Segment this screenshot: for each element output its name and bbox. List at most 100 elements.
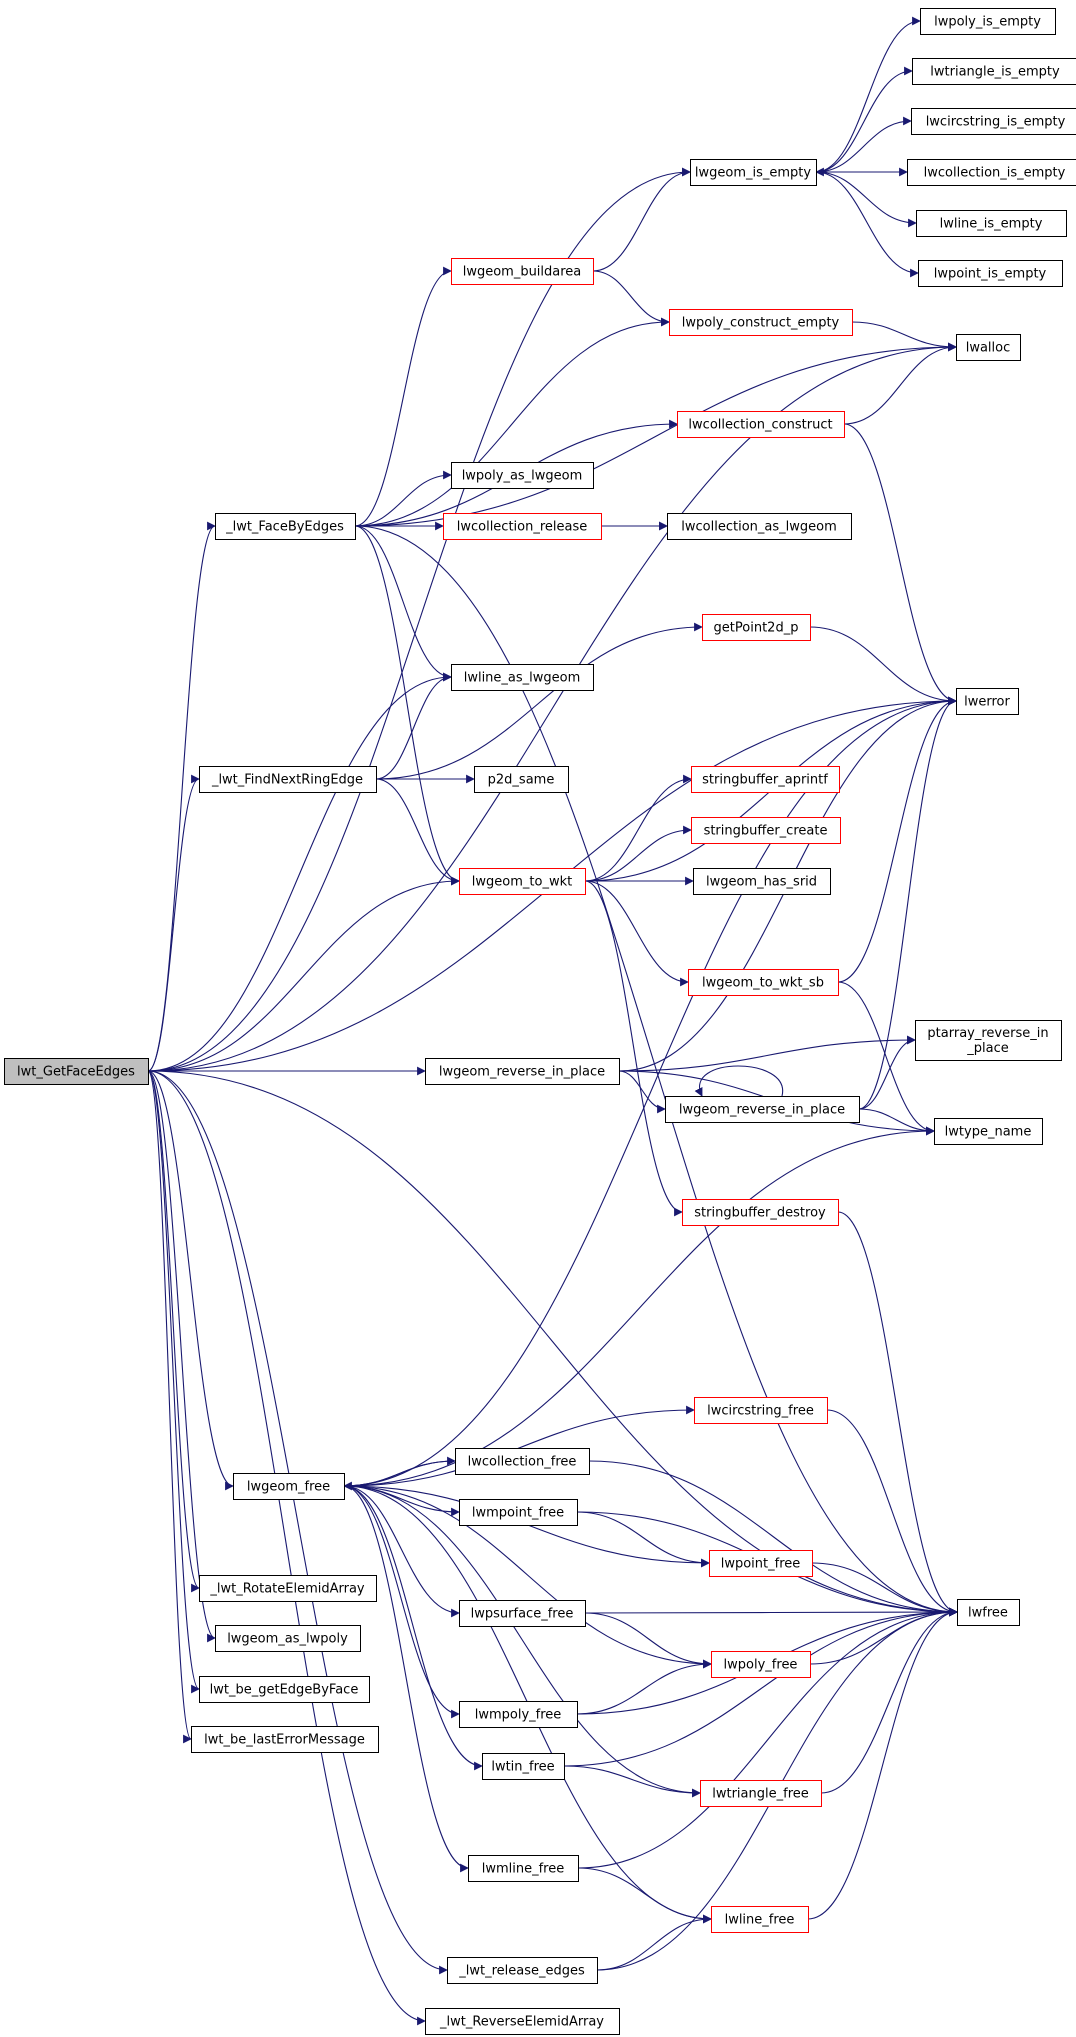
node-box (700, 1780, 822, 1807)
node-geomHasSrid[interactable]: lwgeom_has_srid (693, 868, 831, 895)
node-box (711, 1651, 811, 1678)
node-pointFree[interactable]: lwpoint_free (709, 1550, 813, 1577)
node-releaseEdges[interactable]: _lwt_release_edges (447, 1957, 598, 1984)
edge-psurfFree-to-polyFree (584, 1612, 712, 1669)
node-lwerror[interactable]: lwerror (956, 688, 1019, 715)
node-label: lwgeom_as_lwpoly (227, 1632, 348, 1647)
node-geomRevB[interactable]: lwgeom_reverse_in_place (665, 1096, 860, 1123)
node-sbCreate[interactable]: stringbuffer_create (691, 817, 841, 844)
node-polyFree[interactable]: lwpoly_free (711, 1651, 811, 1678)
node-label: lwtype_name (945, 1125, 1032, 1140)
node-label: _lwt_RotateElemidArray (209, 1582, 365, 1597)
node-circFree[interactable]: lwcircstring_free (694, 1397, 828, 1424)
node-sbDestroy[interactable]: stringbuffer_destroy (682, 1199, 839, 1226)
node-polyConstructEmpty[interactable]: lwpoly_construct_empty (669, 309, 853, 336)
node-root[interactable]: lwt_GetFaceEdges (4, 1058, 149, 1085)
node-label: lwpoly_as_lwgeom (462, 469, 583, 484)
node-lineAsGeom[interactable]: lwline_as_lwgeom (451, 664, 594, 691)
node-box (691, 766, 840, 793)
node-label: lwgeom_reverse_in_place (439, 1065, 605, 1080)
node-box (669, 309, 853, 336)
node-label: stringbuffer_destroy (694, 1206, 826, 1221)
edge-geomIsEmpty-to-polyIsEmpty (815, 16, 921, 173)
node-getPoint2d[interactable]: getPoint2d_p (702, 614, 811, 641)
node-collFree[interactable]: lwcollection_free (455, 1448, 590, 1475)
node-box (199, 1676, 370, 1703)
node-collConstruct[interactable]: lwcollection_construct (677, 411, 845, 438)
edge-geomRevA-to-geomRevB (618, 1070, 666, 1114)
node-tinFree[interactable]: lwtin_free (482, 1753, 565, 1780)
edge-root-to-findNextRing (147, 774, 200, 1072)
node-label: lwt_be_getEdgeByFace (210, 1683, 359, 1698)
node-label: _lwt_FaceByEdges (225, 520, 344, 535)
node-collRelease[interactable]: lwcollection_release (443, 513, 602, 540)
node-box (677, 411, 845, 438)
node-beGetEdge[interactable]: lwt_be_getEdgeByFace (199, 1676, 370, 1703)
node-polyAsGeom[interactable]: lwpoly_as_lwgeom (451, 462, 594, 489)
edge-geomFree-to-tinFree (343, 1485, 483, 1771)
node-label: lwcollection_construct (688, 418, 832, 433)
node-label: lwpoly_free (724, 1658, 798, 1673)
node-reverseElemid[interactable]: _lwt_ReverseElemidArray (425, 2008, 620, 2035)
node-label: lwtriangle_free (712, 1787, 809, 1802)
node-p2dSame[interactable]: p2d_same (474, 766, 569, 793)
node-geomAsPoly[interactable]: lwgeom_as_lwpoly (215, 1625, 361, 1652)
node-mlineFree[interactable]: lwmline_free (468, 1855, 579, 1882)
node-lwfree[interactable]: lwfree (957, 1599, 1020, 1626)
edge-tinFree-to-lwfree (563, 1607, 958, 1767)
node-label: lwmpoly_free (475, 1708, 562, 1723)
node-collAsGeom[interactable]: lwcollection_as_lwgeom (667, 513, 852, 540)
edge-geomRevB-to-lwtypeName (858, 1108, 935, 1136)
node-geomBuildarea[interactable]: lwgeom_buildarea (451, 258, 594, 285)
edge-geomToWkt-to-sbCreate (584, 825, 692, 882)
node-lwalloc[interactable]: lwalloc (956, 334, 1021, 361)
node-triIsEmpty[interactable]: lwtriangle_is_empty (912, 58, 1076, 85)
edge-geomBuildarea-to-geomIsEmpty (592, 167, 691, 272)
node-circIsEmpty[interactable]: lwcircstring_is_empty (911, 108, 1076, 135)
edge-root-to-geomToWkt (147, 876, 460, 1072)
node-triFree[interactable]: lwtriangle_free (700, 1780, 822, 1807)
node-geomIsEmpty[interactable]: lwgeom_is_empty (690, 159, 817, 186)
edge-mpointFree-to-pointFree (576, 1511, 710, 1568)
node-ptarrayRev[interactable]: ptarray_reverse_in_place (915, 1020, 1062, 1061)
node-lineIsEmpty[interactable]: lwline_is_empty (916, 210, 1067, 237)
node-mpolyFree[interactable]: lwmpoly_free (459, 1701, 578, 1728)
node-box (215, 513, 356, 540)
node-collIsEmpty[interactable]: lwcollection_is_empty (907, 159, 1076, 186)
edge-faceByEdges-to-geomBuildarea (354, 266, 452, 527)
node-pointIsEmpty[interactable]: lwpoint_is_empty (918, 260, 1063, 287)
node-sbAprintf[interactable]: stringbuffer_aprintf (691, 766, 840, 793)
node-rotateElemid[interactable]: _lwt_RotateElemidArray (199, 1575, 377, 1602)
node-psurfFree[interactable]: lwpsurface_free (459, 1600, 586, 1627)
node-box (907, 159, 1076, 186)
node-label: lwpoint_is_empty (934, 267, 1047, 282)
edge-geomRevB-to-geomRevB (694, 1065, 783, 1097)
node-box (694, 1397, 828, 1424)
node-lineFree[interactable]: lwline_free (711, 1906, 809, 1933)
node-findNextRing[interactable]: _lwt_FindNextRingEdge (199, 766, 377, 793)
node-mpointFree[interactable]: lwmpoint_free (459, 1499, 578, 1526)
node-polyIsEmpty[interactable]: lwpoly_is_empty (920, 8, 1056, 35)
edge-releaseEdges-to-lineFree (596, 1914, 712, 1971)
node-box (455, 1448, 590, 1475)
node-label: lwpsurface_free (471, 1607, 574, 1622)
node-geomToWkt[interactable]: lwgeom_to_wkt (459, 868, 586, 895)
edge-lineFree-to-lwfree (807, 1607, 958, 1920)
node-label: lwgeom_free (247, 1480, 330, 1495)
node-geomToWktSb[interactable]: lwgeom_to_wkt_sb (688, 969, 839, 996)
node-lwtypeName[interactable]: lwtype_name (934, 1118, 1043, 1145)
edge-faceByEdges-to-polyAsGeom (354, 470, 452, 527)
node-box (459, 1701, 578, 1728)
node-geomFree[interactable]: lwgeom_free (233, 1473, 345, 1500)
node-label: lwpoly_is_empty (934, 15, 1041, 30)
node-box (915, 1020, 1062, 1061)
edge-findNextRing-to-getPoint2d (375, 622, 703, 780)
edge-geomToWktSb-to-lwerror (837, 696, 957, 983)
node-geomRevA[interactable]: lwgeom_reverse_in_place (425, 1058, 620, 1085)
edge-polyConstructEmpty-to-lwalloc (851, 321, 957, 352)
node-label: lwcollection_as_lwgeom (681, 520, 836, 535)
node-faceByEdges[interactable]: _lwt_FaceByEdges (215, 513, 356, 540)
node-beLastErr[interactable]: lwt_be_lastErrorMessage (191, 1726, 379, 1753)
edge-polyFree-to-lwfree (809, 1607, 958, 1665)
edge-geomToWkt-to-sbAprintf (584, 774, 692, 882)
